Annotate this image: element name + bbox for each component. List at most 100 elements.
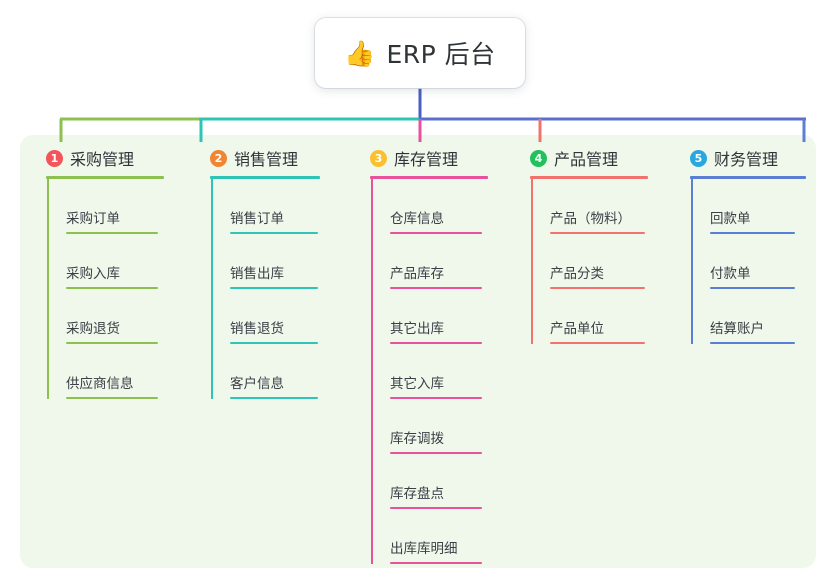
branch-header-4[interactable]: 4 产品管理 bbox=[512, 146, 640, 170]
branch-column-2: 2 销售管理销售订单销售出库销售退货客户信息 bbox=[192, 146, 320, 399]
branch-item[interactable]: 结算账户 bbox=[691, 289, 802, 344]
branch-title: 产品管理 bbox=[554, 150, 619, 169]
branch-item[interactable]: 采购入库 bbox=[47, 234, 160, 289]
branch-item-label: 出库库明细 bbox=[390, 541, 458, 557]
branch-item[interactable]: 供应商信息 bbox=[47, 344, 160, 399]
branch-title: 销售管理 bbox=[234, 150, 299, 169]
branch-item[interactable]: 客户信息 bbox=[211, 344, 320, 399]
branch-item-underline bbox=[390, 342, 482, 344]
branch-item-label: 结算账户 bbox=[710, 321, 764, 337]
branch-item[interactable]: 采购退货 bbox=[47, 289, 160, 344]
branch-number-badge: 4 bbox=[530, 149, 547, 167]
branch-item-label: 采购入库 bbox=[66, 266, 120, 282]
branch-item-underline bbox=[710, 342, 795, 344]
branch-number-badge: 2 bbox=[210, 149, 227, 167]
branch-item-underline bbox=[710, 287, 795, 289]
branch-item-underline bbox=[550, 232, 645, 234]
branch-item-underline bbox=[66, 232, 158, 234]
branch-item[interactable]: 回款单 bbox=[691, 179, 802, 234]
branch-underline bbox=[46, 176, 164, 179]
branch-items: 采购订单采购入库采购退货供应商信息 bbox=[47, 179, 160, 399]
branch-item-label: 付款单 bbox=[710, 266, 751, 282]
branch-item[interactable]: 销售出库 bbox=[211, 234, 320, 289]
branch-item-label: 采购订单 bbox=[66, 211, 120, 227]
branch-item[interactable]: 出库库明细 bbox=[371, 509, 484, 564]
branch-item-underline bbox=[390, 287, 482, 289]
thumbs-up-icon: 👍 bbox=[344, 38, 376, 68]
branch-trunk-line bbox=[531, 179, 533, 344]
branch-item[interactable]: 库存盘点 bbox=[371, 454, 484, 509]
branch-item[interactable]: 产品分类 bbox=[531, 234, 645, 289]
branch-column-4: 4 产品管理产品（物料） 产品分类产品单位 bbox=[512, 146, 648, 344]
branch-number-badge: 3 bbox=[370, 149, 387, 167]
branch-item[interactable]: 销售退货 bbox=[211, 289, 320, 344]
branch-item-underline bbox=[230, 287, 318, 289]
branch-item-underline bbox=[550, 287, 645, 289]
branch-item-label: 产品库存 bbox=[390, 266, 444, 282]
branch-item-label: 产品单位 bbox=[550, 321, 604, 337]
branch-item-label: 采购退货 bbox=[66, 321, 120, 337]
branch-item-underline bbox=[390, 507, 482, 509]
branch-item[interactable]: 其它出库 bbox=[371, 289, 484, 344]
branch-trunk-line bbox=[47, 179, 49, 399]
branch-item-underline bbox=[230, 342, 318, 344]
branch-item-underline bbox=[66, 397, 158, 399]
branches-panel bbox=[20, 135, 816, 568]
branch-header-2[interactable]: 2 销售管理 bbox=[192, 146, 320, 170]
branch-item-label: 销售出库 bbox=[230, 266, 284, 282]
branch-header-3[interactable]: 3 库存管理 bbox=[352, 146, 484, 170]
branch-items: 销售订单销售出库销售退货客户信息 bbox=[211, 179, 320, 399]
branch-column-1: 1 采购管理采购订单采购入库采购退货供应商信息 bbox=[28, 146, 164, 399]
branch-item-label: 其它入库 bbox=[390, 376, 444, 392]
branch-item-underline bbox=[230, 397, 318, 399]
branch-items: 产品（物料） 产品分类产品单位 bbox=[531, 179, 645, 344]
branch-item-label: 供应商信息 bbox=[66, 376, 134, 392]
branch-item-label: 仓库信息 bbox=[390, 211, 444, 227]
branch-item-underline bbox=[66, 342, 158, 344]
branch-item-underline bbox=[550, 342, 645, 344]
branch-item[interactable]: 库存调拨 bbox=[371, 399, 484, 454]
branch-trunk-line bbox=[211, 179, 213, 399]
branch-item[interactable]: 产品单位 bbox=[531, 289, 645, 344]
root-title: ERP 后台 bbox=[386, 40, 496, 69]
branch-header-1[interactable]: 1 采购管理 bbox=[28, 146, 160, 170]
branch-item-label: 销售退货 bbox=[230, 321, 284, 337]
branch-trunk-line bbox=[371, 179, 373, 564]
branch-items: 回款单付款单结算账户 bbox=[691, 179, 802, 344]
branch-item[interactable]: 产品库存 bbox=[371, 234, 484, 289]
branch-item-label: 库存调拨 bbox=[390, 431, 444, 447]
branch-item-underline bbox=[390, 232, 482, 234]
branch-item[interactable]: 销售订单 bbox=[211, 179, 320, 234]
branch-item-underline bbox=[390, 397, 482, 399]
branch-item-underline bbox=[66, 287, 158, 289]
branch-title: 财务管理 bbox=[714, 150, 779, 169]
branch-underline bbox=[690, 176, 806, 179]
branch-item-label: 客户信息 bbox=[230, 376, 284, 392]
branch-item-label: 产品分类 bbox=[550, 266, 604, 282]
branch-underline bbox=[530, 176, 648, 179]
branch-item-label: 产品（物料） bbox=[550, 211, 631, 227]
branch-item-label: 销售订单 bbox=[230, 211, 284, 227]
branch-column-3: 3 库存管理仓库信息产品库存其它出库其它入库库存调拨库存盘点出库库明细 bbox=[352, 146, 488, 564]
branch-item-label: 其它出库 bbox=[390, 321, 444, 337]
branch-item-underline bbox=[710, 232, 795, 234]
branch-item-label: 回款单 bbox=[710, 211, 751, 227]
branch-trunk-line bbox=[691, 179, 693, 344]
branch-item[interactable]: 采购订单 bbox=[47, 179, 160, 234]
root-node[interactable]: 👍 ERP 后台 bbox=[315, 18, 525, 88]
branch-number-badge: 1 bbox=[46, 149, 63, 167]
branch-item[interactable]: 付款单 bbox=[691, 234, 802, 289]
branch-title: 采购管理 bbox=[70, 150, 135, 169]
branch-item-label: 库存盘点 bbox=[390, 486, 444, 502]
branch-item-underline bbox=[390, 562, 482, 564]
branch-item-underline bbox=[230, 232, 318, 234]
branch-title: 库存管理 bbox=[394, 150, 459, 169]
branch-underline bbox=[370, 176, 488, 179]
branch-items: 仓库信息产品库存其它出库其它入库库存调拨库存盘点出库库明细 bbox=[371, 179, 484, 564]
branch-item[interactable]: 产品（物料） bbox=[531, 179, 645, 234]
branch-item[interactable]: 其它入库 bbox=[371, 344, 484, 399]
branch-item[interactable]: 仓库信息 bbox=[371, 179, 484, 234]
